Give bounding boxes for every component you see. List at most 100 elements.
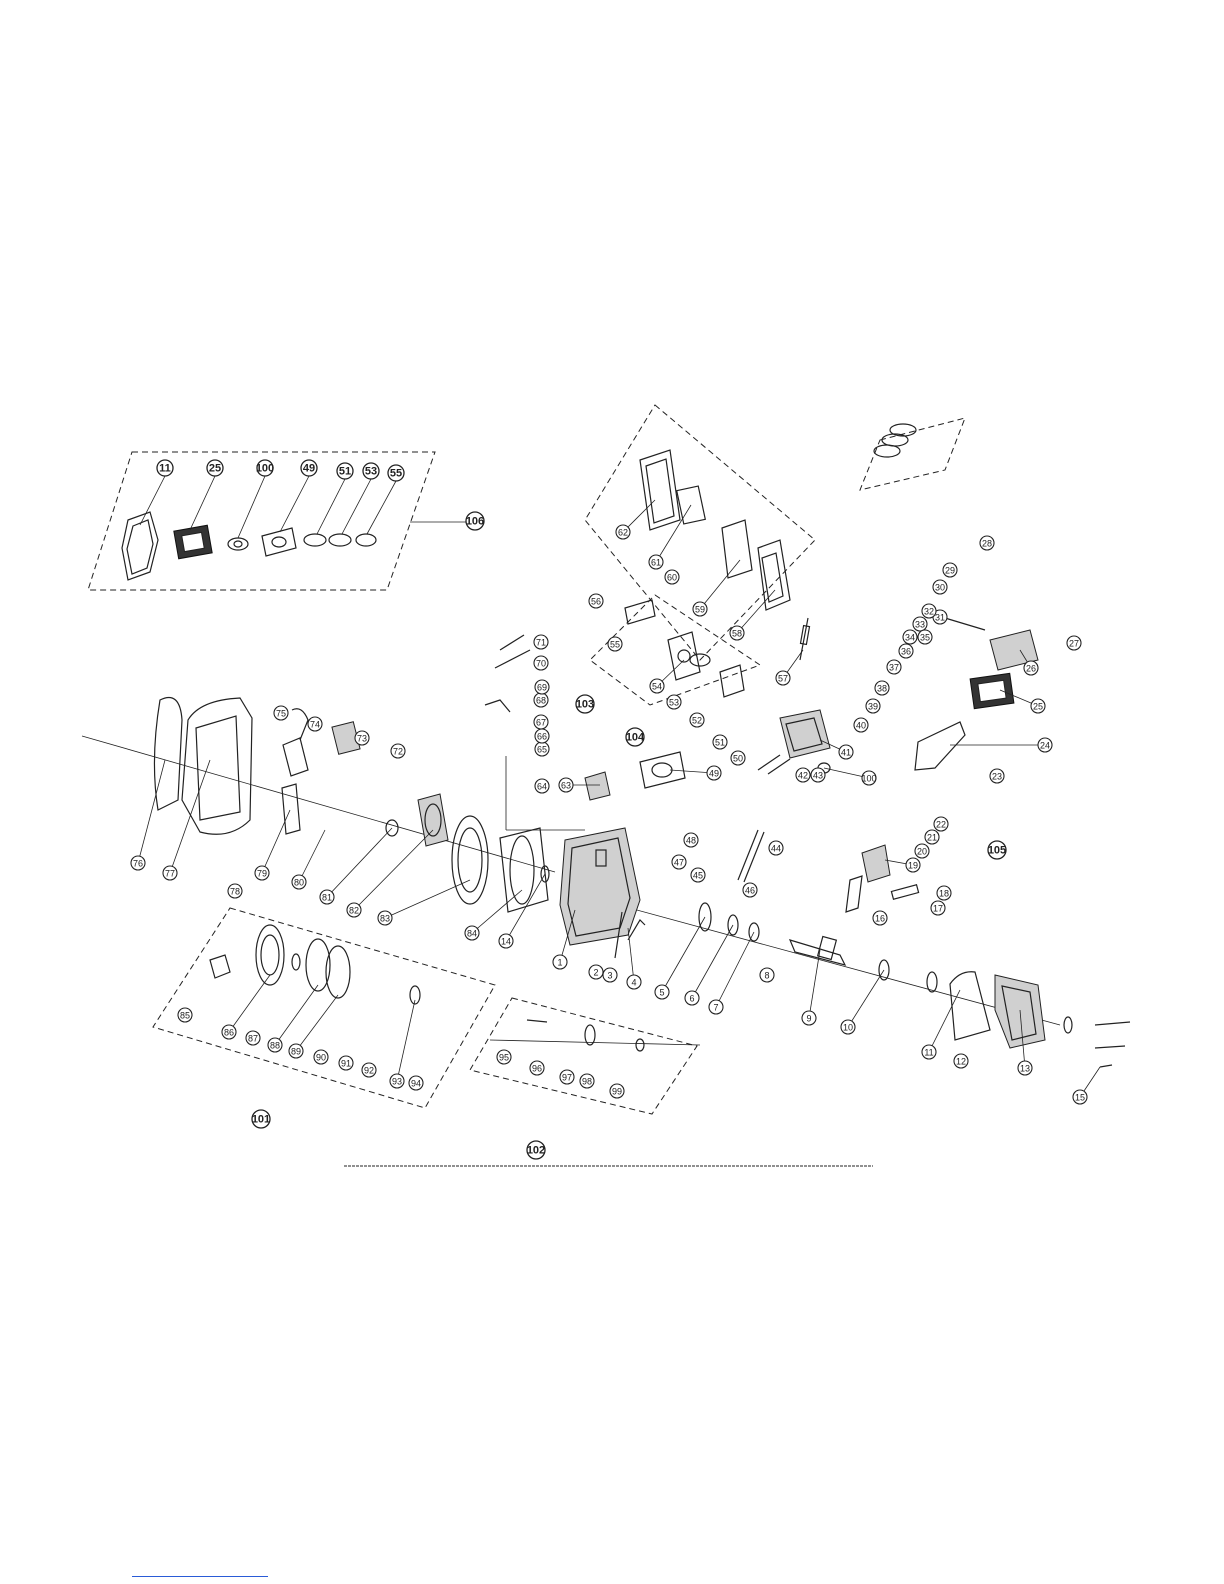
callout-6: 6 — [684, 990, 700, 1006]
callout-57: 57 — [775, 670, 791, 686]
svg-text:35: 35 — [920, 633, 930, 643]
bearing-6 — [727, 914, 739, 936]
svg-text:96: 96 — [532, 1064, 542, 1074]
svg-text:57: 57 — [778, 674, 788, 684]
svg-text:9: 9 — [806, 1014, 811, 1024]
leader-line-59 — [699, 559, 741, 610]
kit-callout-51: 51 — [336, 462, 354, 480]
bracket-63 — [584, 771, 611, 801]
air-filter-housing-58 — [757, 539, 791, 611]
svg-text:48: 48 — [686, 836, 696, 846]
svg-text:38: 38 — [877, 684, 887, 694]
washer-14-left — [540, 865, 550, 883]
svg-text:94: 94 — [411, 1079, 421, 1089]
leader-line-81 — [326, 827, 393, 898]
callout-92: 92 — [361, 1062, 377, 1078]
svg-text:5: 5 — [659, 988, 664, 998]
callout-3: 3 — [602, 967, 618, 983]
callout-48: 48 — [683, 832, 699, 848]
bearing-6b — [926, 971, 938, 993]
svg-text:99: 99 — [612, 1087, 622, 1097]
svg-text:71: 71 — [536, 638, 546, 648]
gasket-55 — [624, 599, 656, 625]
group-105-boundary — [859, 417, 966, 491]
svg-text:49: 49 — [709, 769, 719, 779]
callout-32: 32 — [921, 603, 937, 619]
svg-text:77: 77 — [165, 869, 175, 879]
callout-29: 29 — [942, 562, 958, 578]
svg-text:100: 100 — [256, 463, 274, 475]
svg-text:39: 39 — [868, 702, 878, 712]
callout-63: 63 — [558, 777, 574, 793]
gasket-53 — [689, 653, 711, 667]
svg-text:42: 42 — [798, 771, 808, 781]
callout-35: 35 — [917, 629, 933, 645]
callout-23: 23 — [989, 768, 1005, 784]
svg-text:36: 36 — [901, 647, 911, 657]
callout-25: 25 — [1030, 698, 1046, 714]
callout-94: 94 — [408, 1075, 424, 1091]
svg-text:29: 29 — [945, 566, 955, 576]
gasket-55-kit — [355, 533, 377, 547]
callout-16: 16 — [872, 910, 888, 926]
svg-text:91: 91 — [341, 1059, 351, 1069]
svg-text:31: 31 — [935, 613, 945, 623]
svg-text:104: 104 — [626, 732, 645, 744]
pulley-89 — [325, 945, 351, 999]
callout-55: 55 — [607, 636, 623, 652]
leader-line-61 — [655, 504, 692, 563]
svg-text:1: 1 — [557, 958, 562, 968]
svg-text:66: 66 — [537, 732, 547, 742]
callout-68: 68 — [533, 692, 549, 708]
svg-text:34: 34 — [905, 633, 915, 643]
kit-callout-25: 25 — [206, 459, 224, 477]
callout-39: 39 — [865, 698, 881, 714]
kit-callout-53: 53 — [362, 462, 380, 480]
washer-14-right — [1063, 1016, 1073, 1034]
callout-54: 54 — [649, 678, 665, 694]
callout-78: 78 — [227, 883, 243, 899]
pushrod-44a — [737, 829, 759, 881]
svg-text:46: 46 — [745, 886, 755, 896]
svg-text:28: 28 — [982, 539, 992, 549]
svg-text:100: 100 — [861, 774, 876, 784]
svg-text:68: 68 — [536, 696, 546, 706]
callout-75: 75 — [273, 705, 289, 721]
callout-30: 30 — [932, 579, 948, 595]
svg-text:44: 44 — [771, 844, 781, 854]
bearing-93 — [409, 985, 421, 1005]
svg-text:101: 101 — [252, 1114, 270, 1126]
kit-callout-49: 49 — [300, 459, 318, 477]
callout-17: 17 — [930, 900, 946, 916]
callout-22: 22 — [933, 816, 949, 832]
svg-text:89: 89 — [291, 1047, 301, 1057]
callout-38: 38 — [874, 680, 890, 696]
svg-text:56: 56 — [591, 597, 601, 607]
callout-65: 65 — [534, 741, 550, 757]
air-filter-element-61 — [675, 485, 707, 525]
callout-4: 4 — [626, 974, 642, 990]
svg-text:51: 51 — [339, 466, 351, 478]
svg-text:83: 83 — [380, 914, 390, 924]
callout-104: 104 — [625, 727, 645, 747]
svg-text:18: 18 — [939, 889, 949, 899]
svg-text:23: 23 — [992, 772, 1002, 782]
kit-leader-55 — [366, 480, 397, 535]
group-104-boundary — [589, 594, 762, 706]
callout-52: 52 — [689, 712, 705, 728]
svg-text:79: 79 — [257, 869, 267, 879]
kit-leader-53 — [341, 478, 372, 535]
leader-line-5 — [661, 916, 706, 993]
svg-text:54: 54 — [652, 682, 662, 692]
gasket-11 — [949, 971, 991, 1041]
svg-text:92: 92 — [364, 1066, 374, 1076]
callout-18: 18 — [936, 885, 952, 901]
svg-text:58: 58 — [732, 629, 742, 639]
callout-101: 101 — [251, 1109, 271, 1129]
connecting-rod-16 — [845, 875, 863, 913]
gasket-76 — [153, 696, 183, 811]
callout-11: 11 — [921, 1044, 937, 1060]
leader-line-10 — [847, 969, 885, 1028]
svg-text:14: 14 — [501, 937, 511, 947]
svg-text:4: 4 — [631, 978, 636, 988]
